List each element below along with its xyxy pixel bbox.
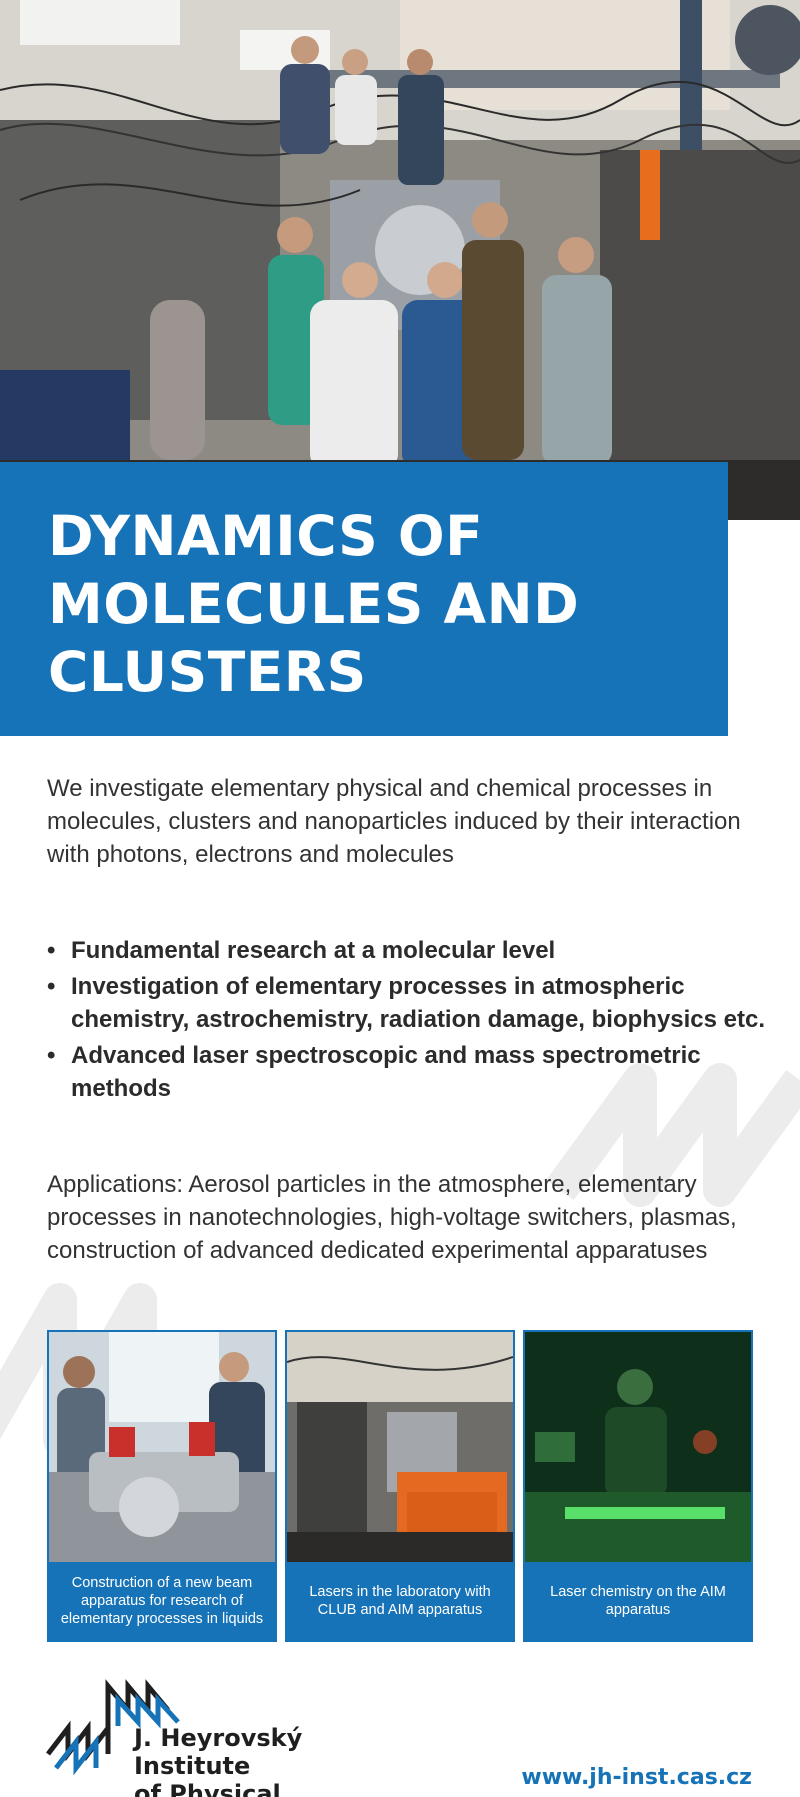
bullet-item: Investigation of elementary processes in… — [47, 970, 767, 1036]
institute-logo: J. Heyrovský Institute of Physical Chemi… — [46, 1676, 406, 1797]
institute-name-line-2: of Physical Chemistry — [134, 1780, 281, 1797]
card-beam-apparatus: Construction of a new beam apparatus for… — [47, 1330, 277, 1642]
card-photo-beam-apparatus — [49, 1332, 275, 1562]
title-line-1: DYNAMICS OF — [48, 504, 484, 568]
card-caption: Laser chemistry on the AIM apparatus — [550, 1584, 726, 1618]
intro-paragraph: We investigate elementary physical and c… — [47, 775, 741, 868]
title-line-2: MOLECULES AND — [48, 572, 580, 636]
institute-zigzag-logo-icon — [46, 1679, 180, 1776]
card-photo-laser-chemistry — [525, 1332, 751, 1562]
hero-photo-lab-team — [0, 0, 800, 520]
card-caption: Lasers in the laboratory with CLUB and A… — [309, 1584, 491, 1618]
bullet-item: Fundamental research at a molecular leve… — [47, 934, 767, 967]
research-bullet-list: Fundamental research at a molecular leve… — [47, 934, 767, 1108]
institute-name-line-1: J. Heyrovský Institute — [134, 1724, 303, 1780]
title-line-3: CLUSTERS — [48, 640, 367, 704]
institute-name: J. Heyrovský Institute of Physical Chemi… — [134, 1724, 406, 1797]
website-url-link[interactable]: www.jh-inst.cas.cz — [521, 1765, 752, 1790]
applications-paragraph: Applications: Aerosol particles in the a… — [47, 1171, 737, 1264]
title-banner: DYNAMICS OF MOLECULES AND CLUSTERS — [0, 462, 728, 736]
card-laser-chemistry: Laser chemistry on the AIM apparatus — [523, 1330, 753, 1642]
bullet-item: Advanced laser spectroscopic and mass sp… — [47, 1039, 767, 1105]
page-title: DYNAMICS OF MOLECULES AND CLUSTERS — [48, 502, 680, 706]
card-caption: Construction of a new beam apparatus for… — [60, 1575, 264, 1627]
photo-cards: Construction of a new beam apparatus for… — [47, 1330, 753, 1642]
card-lasers-lab: Lasers in the laboratory with CLUB and A… — [285, 1330, 515, 1642]
card-photo-lasers-lab — [287, 1332, 513, 1562]
